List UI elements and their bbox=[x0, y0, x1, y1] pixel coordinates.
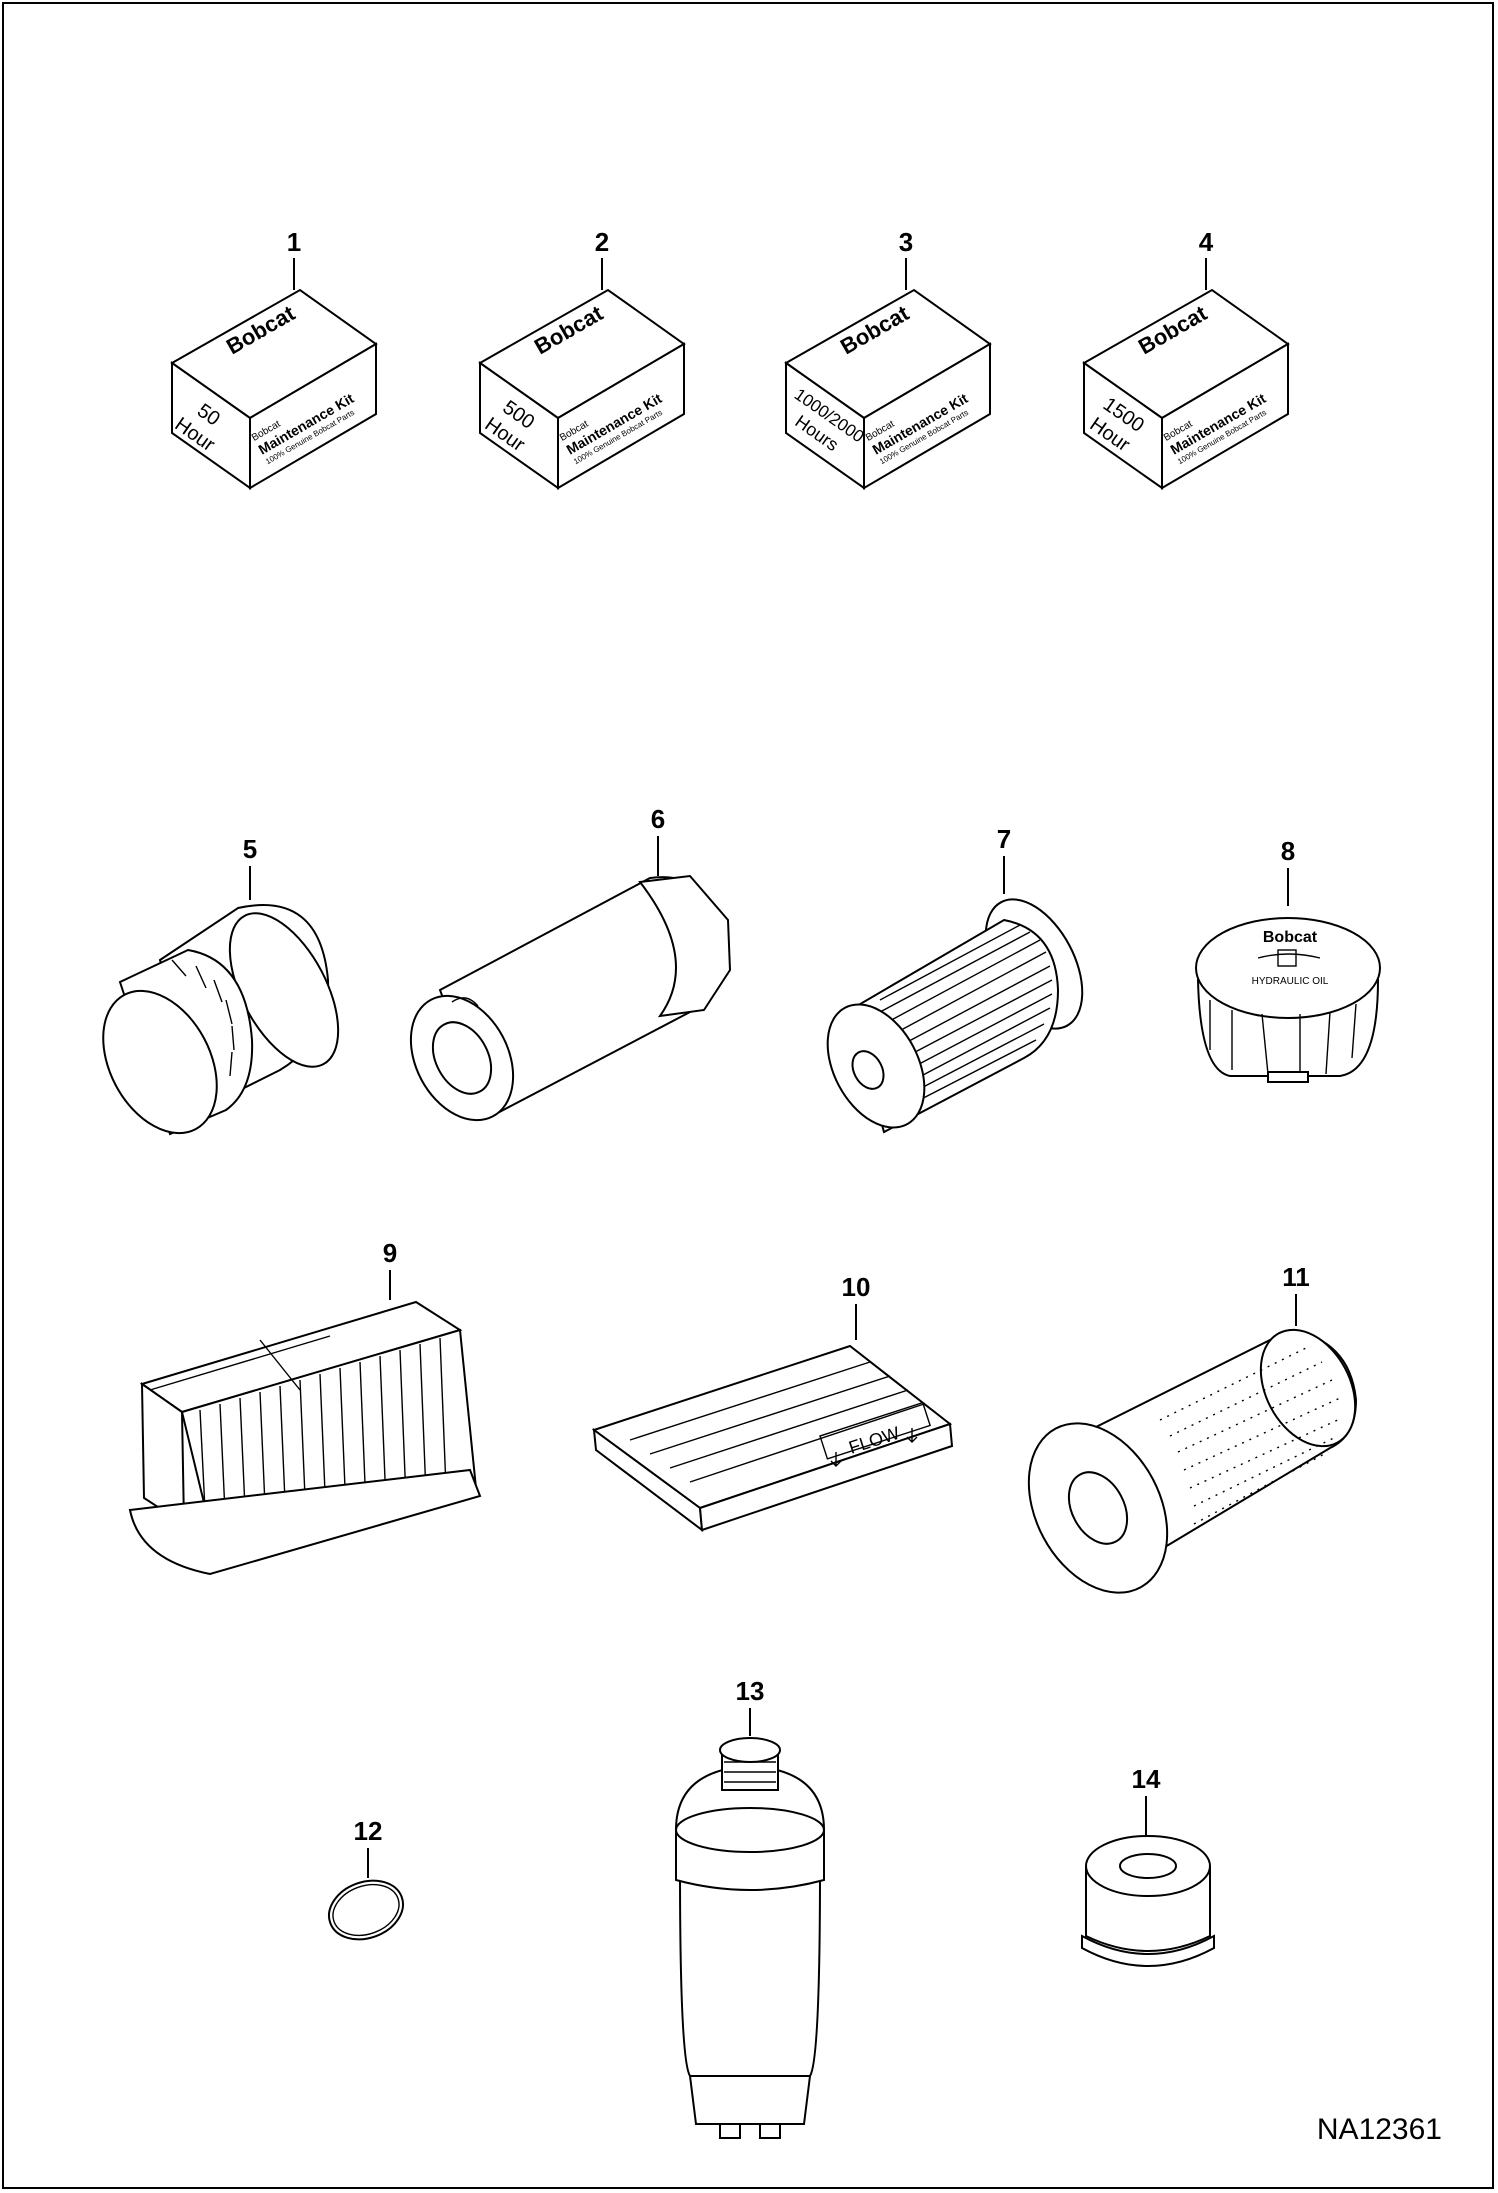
kit-box-1: 1 Bobcat 50 Hour Bobcat Maintenance Kit … bbox=[170, 227, 378, 490]
drawing-number: NA12361 bbox=[1316, 2113, 1442, 2146]
callout-2: 2 bbox=[595, 227, 609, 257]
kit-box-4: 4 Bobcat 1500 Hour Bobcat Maintenance Ki… bbox=[1082, 227, 1290, 490]
cap-brand: Bobcat bbox=[1263, 929, 1318, 946]
callout-9: 9 bbox=[383, 1238, 397, 1268]
kit-box-2: 2 Bobcat 500 Hour Bobcat Maintenance Kit… bbox=[478, 227, 686, 490]
part-10-cabin-filter: 10 FLOW bbox=[591, 1272, 954, 1533]
callout-11: 11 bbox=[1282, 1262, 1310, 1292]
cap-label: HYDRAULIC OIL bbox=[1252, 976, 1329, 987]
callout-6: 6 bbox=[651, 804, 665, 834]
part-8-hydraulic-cap: 8 Bobcat HYDRAULIC OIL bbox=[1195, 836, 1381, 1083]
part-7-mesh-cartridge: 7 bbox=[826, 824, 1084, 1134]
part-5-oil-filter: 5 bbox=[102, 834, 340, 1136]
callout-13: 13 bbox=[736, 1676, 765, 1706]
callout-10: 10 bbox=[842, 1272, 871, 1302]
part-6-cylinder-filter: 6 bbox=[409, 804, 732, 1122]
callout-14: 14 bbox=[1132, 1764, 1161, 1794]
callout-12: 12 bbox=[354, 1816, 383, 1846]
part-12-o-ring: 12 bbox=[328, 1816, 404, 1941]
callout-5: 5 bbox=[243, 834, 257, 864]
part-9-panel-filter: 9 bbox=[128, 1238, 482, 1576]
part-11-hydraulic-element: 11 bbox=[1027, 1262, 1358, 1594]
callout-1: 1 bbox=[287, 227, 301, 257]
callout-4: 4 bbox=[1199, 227, 1214, 257]
callout-7: 7 bbox=[997, 824, 1011, 854]
part-14-small-element: 14 bbox=[1081, 1764, 1215, 1967]
kit-box-3: 3 Bobcat 1000/2000 Hours Bobcat Maintena… bbox=[784, 227, 992, 490]
part-13-fuel-filter: 13 bbox=[675, 1676, 825, 2139]
callout-3: 3 bbox=[899, 227, 913, 257]
callout-8: 8 bbox=[1281, 836, 1295, 866]
